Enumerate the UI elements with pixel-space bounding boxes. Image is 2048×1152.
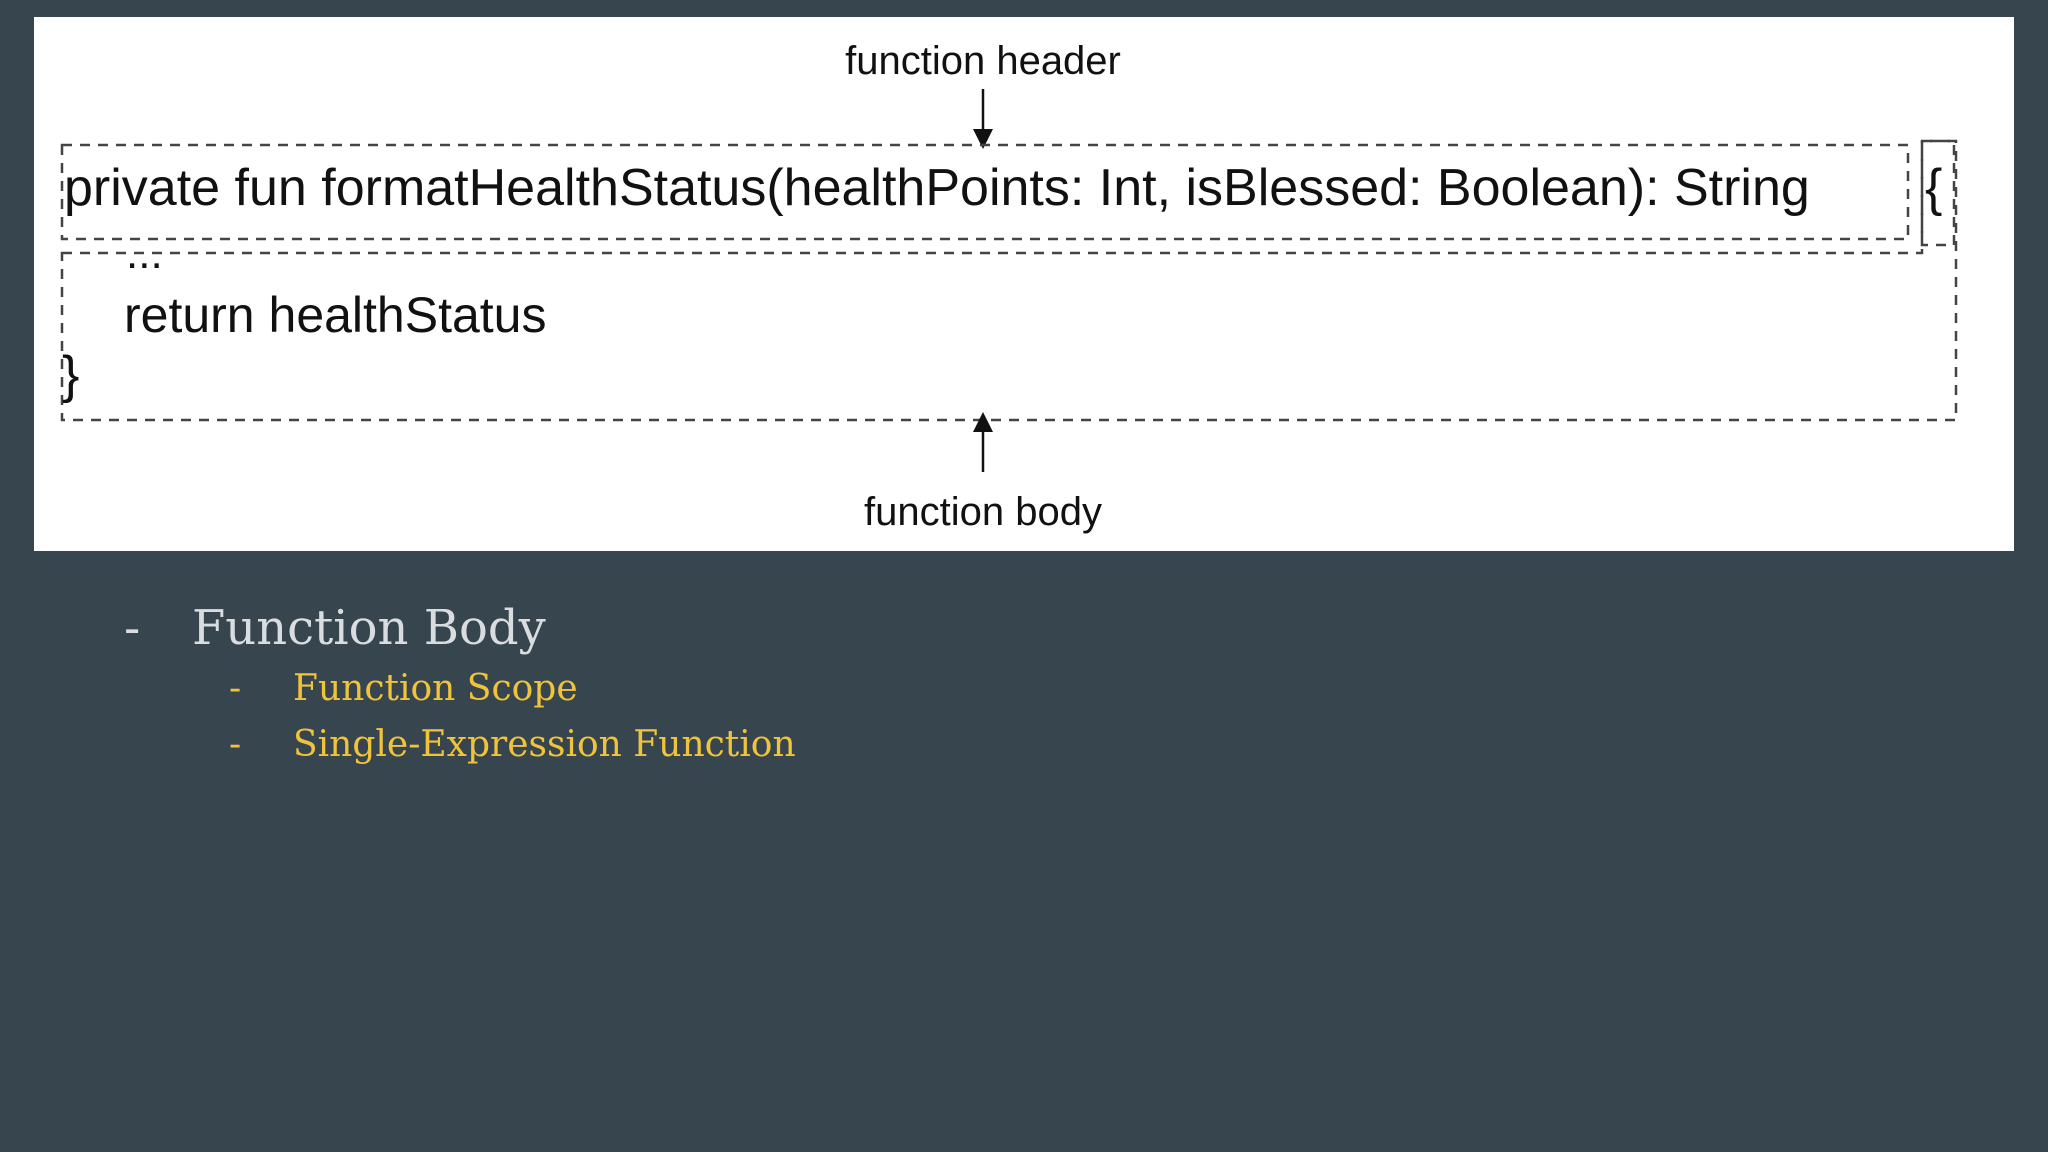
- opening-brace-box: [1920, 139, 1956, 247]
- bullet-dash: -: [124, 600, 141, 656]
- code-ellipsis: ...: [126, 229, 163, 278]
- sub-bullet-dash: -: [229, 724, 242, 765]
- return-statement: return healthStatus: [124, 287, 547, 343]
- bullet-label: Function Body: [192, 600, 546, 656]
- function-header-box: [60, 143, 1910, 241]
- sub-bullet-label: Function Scope: [293, 668, 578, 709]
- function-header-code: private fun formatHealthStatus(healthPoi…: [64, 159, 1810, 217]
- function-header-label: function header: [845, 39, 1121, 83]
- function-diagram: function header private fun formatHealth…: [34, 17, 2014, 551]
- opening-brace: {: [1925, 159, 1942, 217]
- bullet-list: - Function Body - Function Scope - Singl…: [0, 590, 2048, 790]
- closing-brace: }: [62, 346, 79, 404]
- sub-bullet-dash: -: [229, 668, 242, 709]
- function-diagram-svg: function header private fun formatHealth…: [60, 39, 1958, 534]
- function-body-box: [60, 139, 1958, 422]
- function-body-label: function body: [864, 490, 1102, 534]
- sub-bullet-label: Single-Expression Function: [293, 724, 796, 765]
